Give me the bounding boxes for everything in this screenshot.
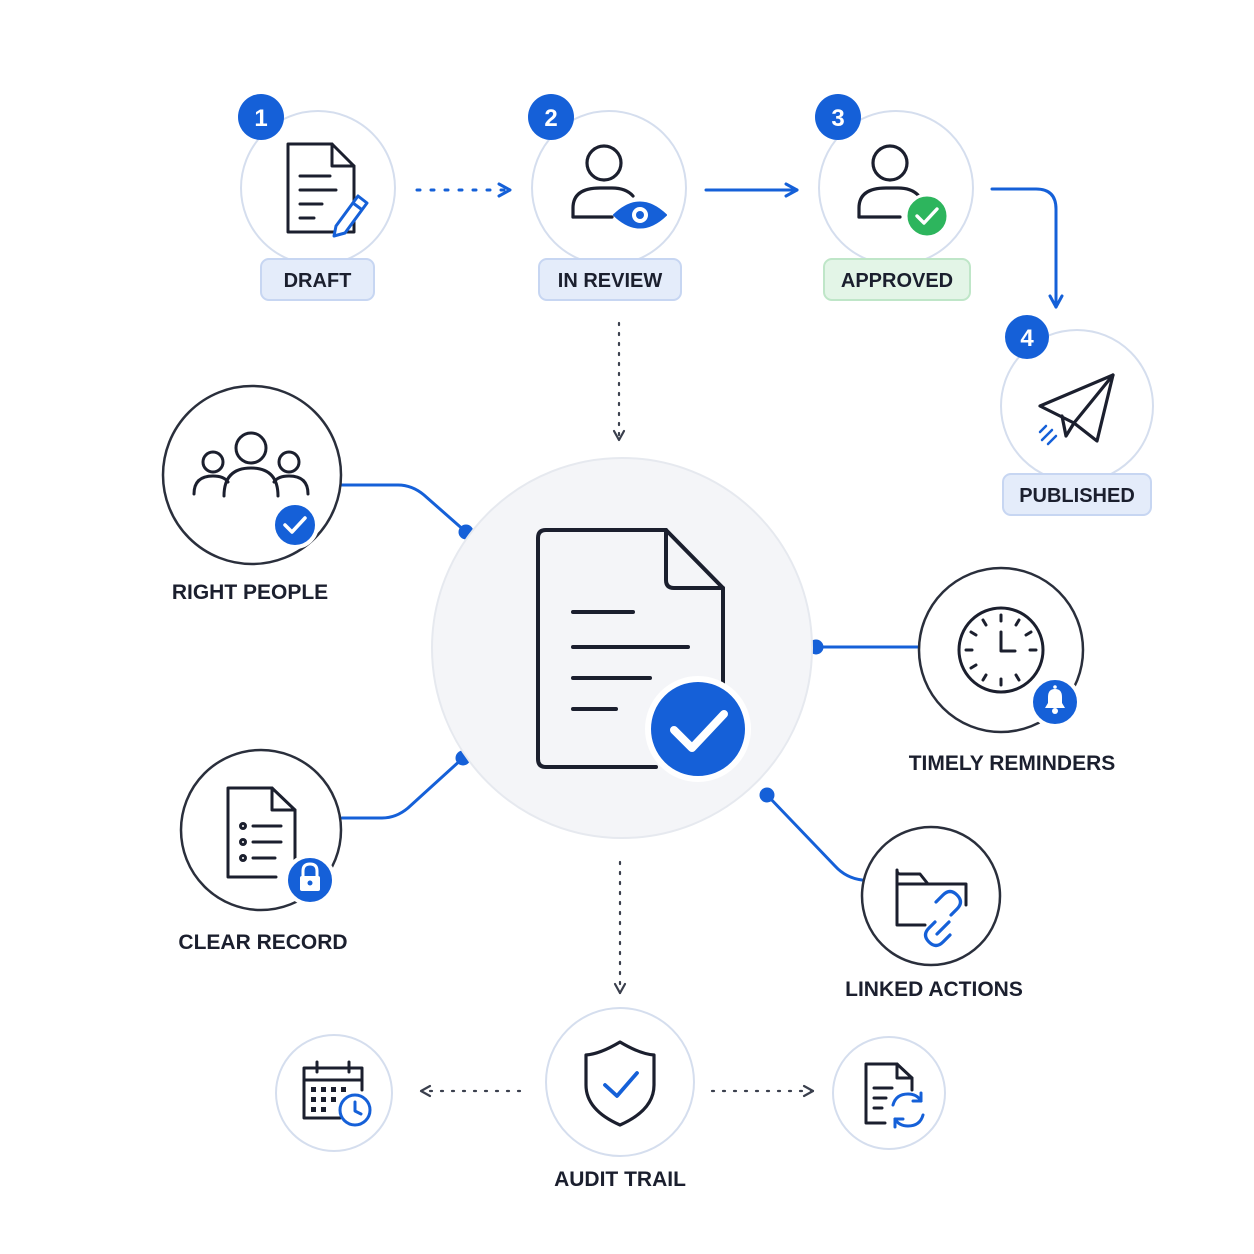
connector-linked-actions <box>765 793 864 882</box>
feature-timely-reminders[interactable]: TIMELY REMINDERS <box>909 566 1116 775</box>
stage-in-review[interactable]: 2 IN REVIEW <box>528 94 687 301</box>
stage-pill <box>260 258 375 301</box>
check-badge-icon <box>271 501 319 549</box>
step-number: 3 <box>831 105 844 132</box>
audit-circle <box>545 1007 695 1157</box>
step-badge <box>815 94 861 140</box>
stage-approved[interactable]: 3 APPROVED <box>815 94 974 301</box>
step-number: 4 <box>1020 325 1034 352</box>
document-sync-icon <box>864 1062 925 1129</box>
step-number: 2 <box>544 105 557 132</box>
clock-icon <box>957 606 1045 694</box>
feature-circle <box>860 825 1002 967</box>
audit-side-circle <box>275 1034 393 1152</box>
connector-right-people <box>338 483 468 534</box>
feature-label: TIMELY REMINDERS <box>909 752 1116 775</box>
document-edit-icon <box>286 142 369 238</box>
stage-label: DRAFT <box>284 270 352 292</box>
step-badge <box>238 94 284 140</box>
step-number: 1 <box>254 105 267 132</box>
folder-link-icon <box>895 868 968 948</box>
step-badge <box>1005 315 1049 359</box>
audit-sync-node[interactable] <box>832 1036 946 1150</box>
checklist-document-icon <box>226 786 297 879</box>
center-hub <box>431 457 813 839</box>
stage-pill <box>1002 473 1152 516</box>
audit-side-circle <box>832 1036 946 1150</box>
stage-label: APPROVED <box>841 270 953 292</box>
feature-label: CLEAR RECORD <box>178 931 347 954</box>
audit-calendar-node[interactable] <box>275 1034 393 1152</box>
feature-right-people[interactable]: RIGHT PEOPLE <box>161 384 343 604</box>
audit-trail[interactable]: AUDIT TRAIL <box>545 1007 695 1191</box>
stage-label: IN REVIEW <box>558 270 663 292</box>
people-group-icon <box>192 431 310 498</box>
stage-draft[interactable]: 1 DRAFT <box>238 94 396 301</box>
feature-clear-record[interactable]: CLEAR RECORD <box>178 748 348 954</box>
shield-check-icon <box>584 1040 656 1127</box>
connector-dot-linked-actions <box>759 787 775 803</box>
audit-label: AUDIT TRAIL <box>554 1168 686 1191</box>
stage-pill <box>823 258 971 301</box>
user-check-icon <box>857 144 950 239</box>
lock-badge-icon <box>284 854 336 906</box>
feature-linked-actions[interactable]: LINKED ACTIONS <box>845 825 1023 1001</box>
connector-approved-to-published <box>990 187 1064 309</box>
reviewer-eye-icon <box>571 144 667 229</box>
stage-published[interactable]: 4 PUBLISHED <box>1000 315 1154 516</box>
connector-clear-record <box>340 756 465 820</box>
feature-label: RIGHT PEOPLE <box>172 581 328 604</box>
feature-label: LINKED ACTIONS <box>845 978 1023 1001</box>
step-badge <box>528 94 574 140</box>
stage-label: PUBLISHED <box>1019 485 1135 507</box>
approved-document-icon <box>536 528 751 782</box>
calendar-clock-icon <box>302 1060 372 1127</box>
paper-plane-icon <box>1038 373 1115 446</box>
stage-pill <box>538 258 682 301</box>
bell-badge-icon <box>1029 676 1081 728</box>
